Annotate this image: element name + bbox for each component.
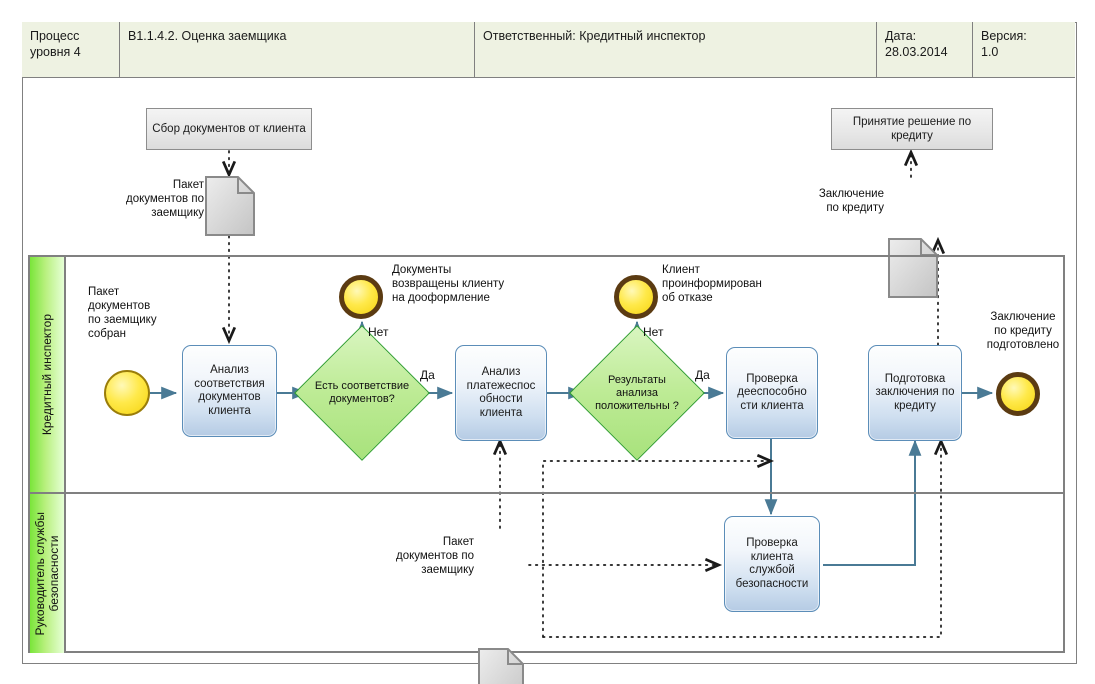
label-end-documents-returned: Документы возвращены клиенту на дооформл… (392, 264, 505, 304)
lane-credit-inspector: Кредитный инспектор (30, 257, 1063, 494)
header-version: Версия: 1.0 (981, 29, 1027, 59)
lane-header-credit-inspector: Кредитный инспектор (30, 257, 66, 492)
external-task-credit-decision[interactable]: Принятие решение по кредиту (831, 108, 993, 150)
flow-label-g2-no: Нет (643, 325, 664, 339)
label-start-event: Пакет документов по заемщику собран (88, 286, 157, 340)
task-security-service-check[interactable]: Проверка клиента службой безопасности (724, 516, 820, 612)
label-end-conclusion-ready: Заключение по кредиту подготовлено (986, 311, 1060, 351)
external-task-collect-documents[interactable]: Сбор документов от клиента (146, 108, 312, 150)
gateway-label-1: Есть соответствие документов? (314, 380, 410, 405)
start-event[interactable] (104, 370, 150, 416)
process-pool: Кредитный инспектор Руководитель службы … (28, 255, 1065, 653)
flow-label-g1-yes: Да (420, 368, 435, 382)
label-conclusion-top: Заключение по кредиту (818, 188, 884, 214)
label-document-package-top: Пакет документов по заемщику (125, 179, 204, 219)
header-process-name: B1.1.4.2. Оценка заемщика (120, 22, 475, 77)
gateway-analysis-positive[interactable]: Результаты анализа положительны ? (569, 325, 705, 461)
lane-label-credit-inspector: Кредитный инспектор (40, 313, 54, 436)
data-object-document-package-lane (478, 648, 1095, 684)
task-solvency-analysis[interactable]: Анализ платежеспос обности клиента (455, 345, 547, 441)
lane-header-security-head: Руководитель службы безопасности (30, 494, 66, 653)
diagram-header-table: Процесс уровня 4 B1.1.4.2. Оценка заемщи… (22, 22, 1075, 78)
gateway-documents-compliant[interactable]: Есть соответствие документов? (294, 325, 430, 461)
task-prepare-conclusion[interactable]: Подготовка заключения по кредиту (868, 345, 962, 441)
task-capacity-check[interactable]: Проверка дееспособно сти клиента (726, 347, 818, 439)
gateway-label-2: Результаты анализа положительны ? (595, 373, 679, 412)
task-analysis-document-compliance[interactable]: Анализ соответствия документов клиента (182, 345, 277, 437)
header-process-level: Процесс уровня 4 (22, 22, 120, 77)
flow-label-g1-no: Нет (368, 325, 389, 339)
header-date: Дата: 28.03.2014 (877, 22, 973, 77)
lane-security-head: Руководитель службы безопасности (30, 494, 1063, 653)
end-event-conclusion-ready[interactable] (996, 372, 1040, 416)
label-document-package-lane: Пакет документов по заемщику (395, 536, 474, 576)
flow-label-g2-yes: Да (695, 368, 710, 382)
data-object-document-package-top (205, 176, 1095, 236)
label-end-client-informed: Клиент проинформирован об отказе (662, 264, 762, 304)
header-responsible: Ответственный: Кредитный инспектор (475, 22, 877, 77)
end-event-client-informed[interactable] (614, 275, 658, 319)
end-event-documents-returned[interactable] (339, 275, 383, 319)
lane-label-security-head: Руководитель службы безопасности (33, 511, 61, 636)
